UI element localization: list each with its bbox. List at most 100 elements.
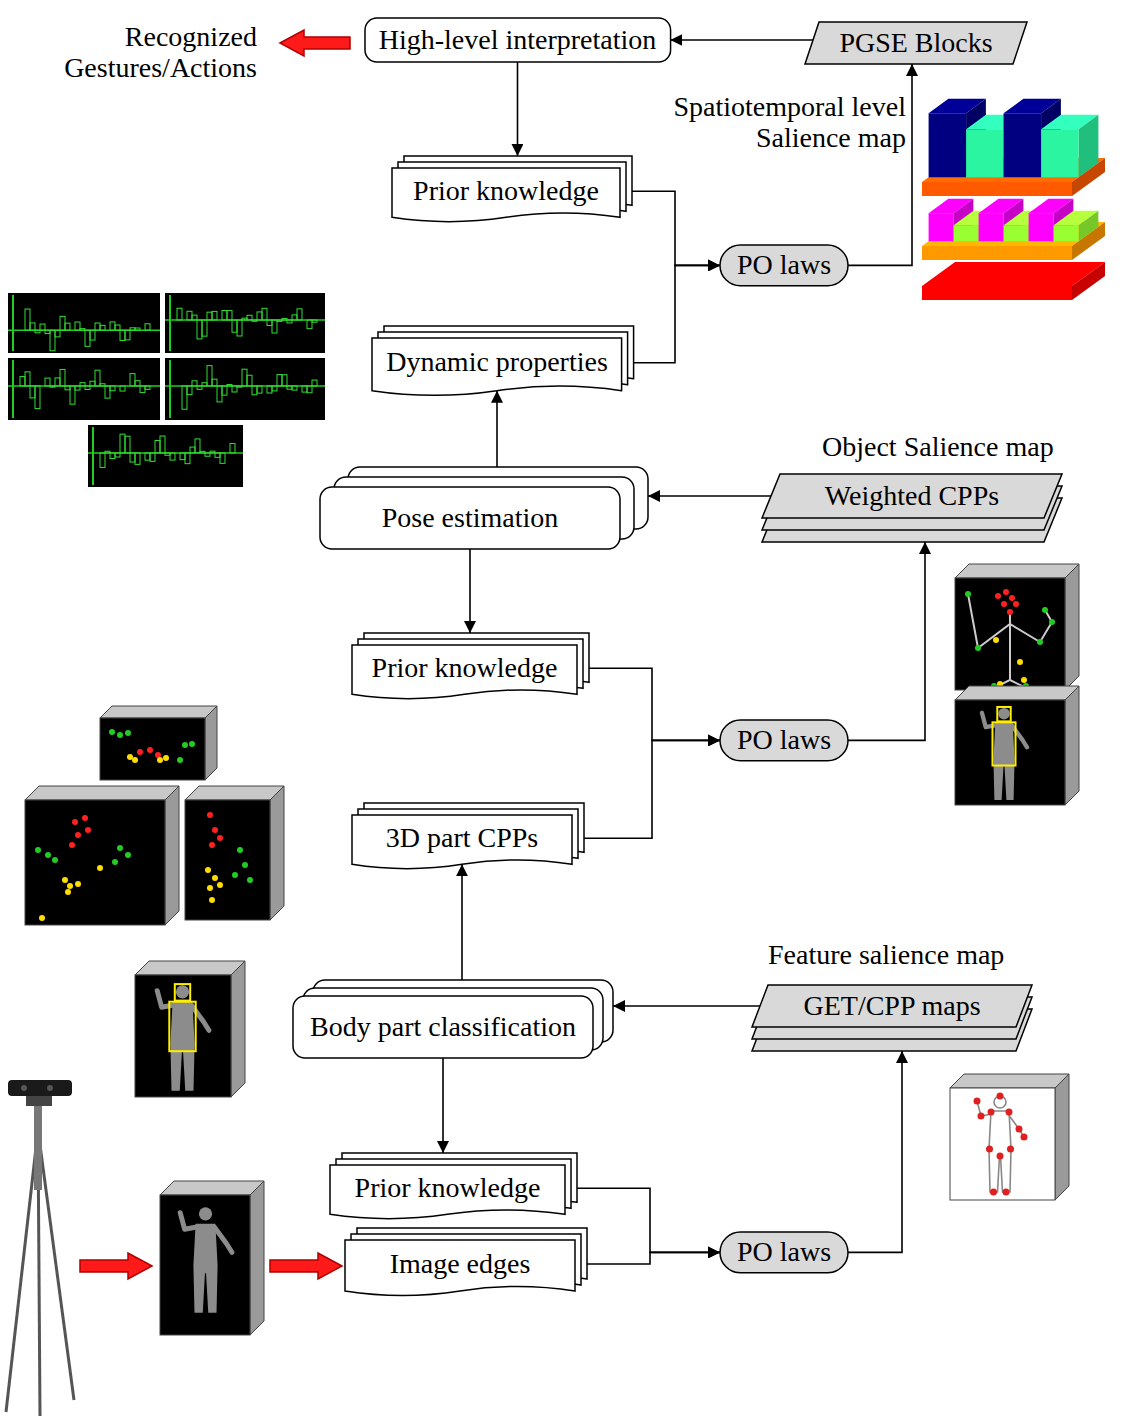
block-front xyxy=(1041,129,1079,177)
joint-dot xyxy=(988,1109,995,1116)
right-arm xyxy=(1012,725,1027,747)
point-dot xyxy=(1049,619,1055,625)
histogram-bar xyxy=(197,386,202,389)
histogram-bar xyxy=(242,318,247,320)
histogram-bar xyxy=(110,386,115,391)
histogram-bar xyxy=(105,451,110,453)
document-stack: Prior knowledge xyxy=(330,1153,577,1223)
document-stack: Dynamic properties xyxy=(372,326,634,400)
block-front xyxy=(1029,213,1054,241)
histogram-bar xyxy=(40,324,45,330)
document-stack: Image edges xyxy=(345,1228,587,1300)
histogram-bar xyxy=(170,453,175,460)
joint-dot xyxy=(1016,1126,1023,1133)
histogram-bar xyxy=(272,320,277,333)
point-dot xyxy=(242,862,248,868)
histogram-bar xyxy=(25,309,30,330)
node-text: PGSE Blocks xyxy=(839,28,992,59)
block-front xyxy=(1004,225,1029,241)
front-layer xyxy=(720,720,848,761)
point-dot xyxy=(1009,595,1015,601)
salience-block xyxy=(922,262,1105,300)
joint-dot xyxy=(1006,1109,1013,1116)
point-dot xyxy=(189,741,195,747)
point-dot xyxy=(247,877,253,883)
head-box xyxy=(997,707,1010,721)
cube-side xyxy=(165,786,179,925)
point-dot xyxy=(182,742,188,748)
point-dot xyxy=(75,881,81,887)
joint-dot xyxy=(1007,1146,1014,1153)
histogram-bar xyxy=(45,378,50,386)
histogram-panel xyxy=(8,358,160,420)
histogram-bar xyxy=(202,383,207,386)
histogram-bar xyxy=(100,384,105,386)
histogram-bar xyxy=(217,386,222,402)
point-dot xyxy=(117,732,123,738)
cube-top xyxy=(160,1181,264,1195)
histogram-panel xyxy=(165,358,325,420)
front-layer xyxy=(365,18,671,62)
cube-side xyxy=(270,786,284,920)
histogram-bar xyxy=(100,325,105,330)
histogram-bar xyxy=(20,376,25,385)
point-dot xyxy=(45,852,51,858)
histogram-bar xyxy=(302,386,307,392)
histogram-bar xyxy=(125,436,130,453)
depth-camera-tripod xyxy=(6,1080,74,1416)
histogram-bar xyxy=(135,328,140,330)
document-stack: Prior knowledge xyxy=(352,633,589,703)
point-dot xyxy=(72,819,78,825)
histogram-bar xyxy=(100,453,105,468)
front-layer xyxy=(320,487,620,549)
right-arm xyxy=(1008,1114,1024,1137)
connector-arrow xyxy=(848,542,925,740)
histogram-bar xyxy=(115,453,120,457)
point-dot xyxy=(147,747,153,753)
front-layer xyxy=(762,474,1062,518)
process-stack: Body part classification xyxy=(293,980,613,1058)
connector-arrow xyxy=(632,191,720,265)
torso-legs xyxy=(170,1002,194,1091)
data-stack: GET/CPP maps xyxy=(752,985,1032,1051)
cube-face xyxy=(950,1088,1055,1200)
node-face: Prior knowledge xyxy=(392,168,620,214)
histogram-bar xyxy=(237,386,242,387)
image-cube xyxy=(160,1181,264,1335)
histogram-bar xyxy=(120,386,125,391)
rounded-outline xyxy=(293,996,593,1058)
histogram-bar xyxy=(55,330,60,337)
histogram-bar xyxy=(212,311,217,320)
node-text: Weighted CPPs xyxy=(825,481,999,512)
rounded-outline xyxy=(320,487,620,549)
document-outline xyxy=(330,1165,565,1219)
point-dot xyxy=(205,867,211,873)
block-front xyxy=(979,213,1004,241)
node-text: Prior knowledge xyxy=(413,176,599,207)
point-dot xyxy=(1003,589,1009,595)
histogram-bar xyxy=(90,381,95,386)
histogram-bar xyxy=(212,379,217,386)
histogram-bar xyxy=(220,453,225,463)
histogram-bar xyxy=(292,315,297,320)
data-stack: Weighted CPPs xyxy=(762,474,1062,542)
block-front xyxy=(922,182,1072,196)
cube-side xyxy=(1065,564,1079,690)
histogram-panel xyxy=(88,425,243,487)
node-face: PO laws xyxy=(720,245,848,286)
connector-arrow xyxy=(496,391,498,467)
histogram-bar xyxy=(272,386,277,391)
histogram-bar xyxy=(85,330,90,346)
histogram-bar xyxy=(95,370,100,386)
node-face: PGSE Blocks xyxy=(805,22,1027,64)
front-layer xyxy=(293,996,593,1058)
panel-ground xyxy=(8,358,160,420)
histogram-axis xyxy=(12,360,14,418)
histogram-bar xyxy=(312,380,317,386)
point-dot xyxy=(237,847,243,853)
right-arm xyxy=(191,1005,209,1030)
node-face: Dynamic properties xyxy=(372,338,622,388)
process-box: High-level interpretation xyxy=(365,18,671,62)
point-dot xyxy=(975,645,981,651)
